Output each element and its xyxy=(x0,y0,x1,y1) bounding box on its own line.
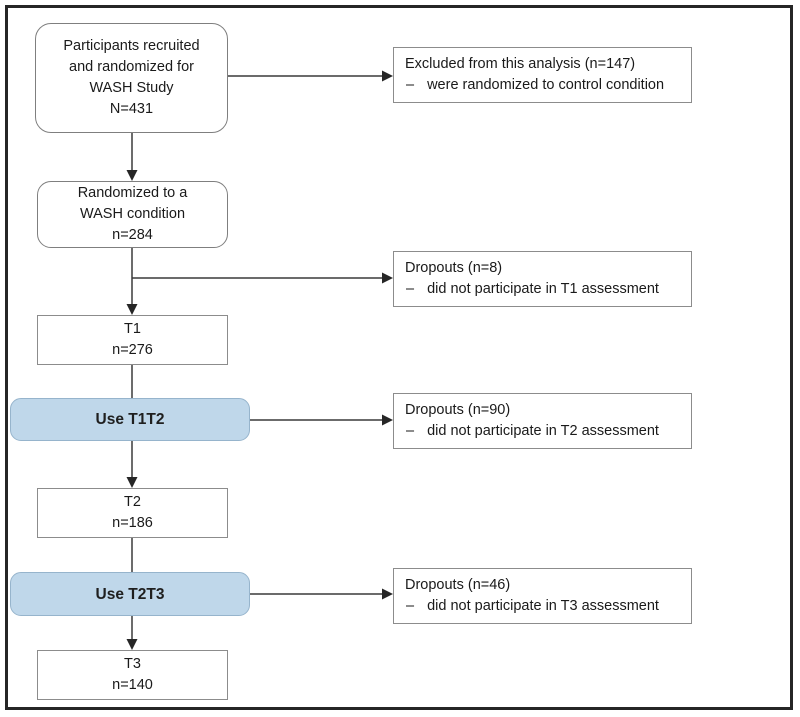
node-recruited-line: Participants recruited xyxy=(63,38,200,54)
node-t3-label: T3 xyxy=(124,656,141,672)
node-excluded: Excluded from this analysis (n=147) – we… xyxy=(393,47,692,103)
node-t1-count: n=276 xyxy=(112,342,153,358)
arrowhead-t2 xyxy=(126,477,138,488)
node-dropouts-t1-title: Dropouts (n=8) xyxy=(405,260,503,276)
node-randomized-count: n=284 xyxy=(112,227,153,243)
node-t3: T3 n=140 xyxy=(37,650,228,700)
node-t1: T1 n=276 xyxy=(37,315,228,365)
bullet-dash: – xyxy=(406,598,415,614)
node-recruited: Participants recruited and randomized fo… xyxy=(35,23,228,133)
node-dropouts-t3-bullet: – did not participate in T3 assessment xyxy=(405,596,681,617)
bullet-dash: – xyxy=(406,77,415,93)
node-excluded-title: Excluded from this analysis (n=147) xyxy=(405,56,636,72)
node-dropouts-t2-detail: did not participate in T2 assessment xyxy=(427,423,659,439)
node-recruited-line: and randomized for xyxy=(69,59,194,75)
node-t2-count: n=186 xyxy=(112,515,153,531)
node-dropouts-t1: Dropouts (n=8) – did not participate in … xyxy=(393,251,692,307)
arrowhead-t3 xyxy=(126,639,138,650)
node-dropouts-t1-bullet: – did not participate in T1 assessment xyxy=(405,279,681,300)
node-excluded-bullet: – were randomized to control condition xyxy=(405,75,681,96)
bullet-dash: – xyxy=(406,281,415,297)
node-dropouts-t3-title: Dropouts (n=46) xyxy=(405,577,511,593)
node-dropouts-t2-title: Dropouts (n=90) xyxy=(405,402,511,418)
bullet-dash: – xyxy=(406,423,415,439)
node-dropouts-t1-detail: did not participate in T1 assessment xyxy=(427,281,659,297)
node-use-t2t3-label: Use T2T3 xyxy=(95,585,165,603)
node-excluded-detail: were randomized to control condition xyxy=(427,77,665,93)
arrowhead-dropouts-t2 xyxy=(382,414,393,426)
node-dropouts-t2: Dropouts (n=90) – did not participate in… xyxy=(393,393,692,449)
node-dropouts-t3-detail: did not participate in T3 assessment xyxy=(427,598,659,614)
node-recruited-count: N=431 xyxy=(109,101,154,117)
node-dropouts-t3: Dropouts (n=46) – did not participate in… xyxy=(393,568,692,624)
arrowhead-t1 xyxy=(126,304,138,315)
node-randomized-line: WASH condition xyxy=(79,206,186,222)
arrowhead-dropouts-t1 xyxy=(382,272,393,284)
node-use-t1t2-label: Use T1T2 xyxy=(95,411,165,428)
node-t1-label: T1 xyxy=(124,321,141,337)
node-t2-label: T2 xyxy=(124,494,141,510)
arrowhead-randomized xyxy=(126,170,138,181)
arrowhead-dropouts-t3 xyxy=(382,588,393,600)
node-recruited-line: WASH Study xyxy=(89,80,174,96)
node-use-t2t3: Use T2T3 xyxy=(10,572,250,616)
arrowhead-excluded xyxy=(382,70,393,82)
node-randomized-line: Randomized to a xyxy=(77,185,188,201)
node-t3-count: n=140 xyxy=(112,677,153,693)
node-t2: T2 n=186 xyxy=(37,488,228,538)
node-use-t1t2: Use T1T2 xyxy=(10,398,250,441)
node-randomized: Randomized to a WASH condition n=284 xyxy=(37,181,228,248)
node-dropouts-t2-bullet: – did not participate in T2 assessment xyxy=(405,421,681,442)
